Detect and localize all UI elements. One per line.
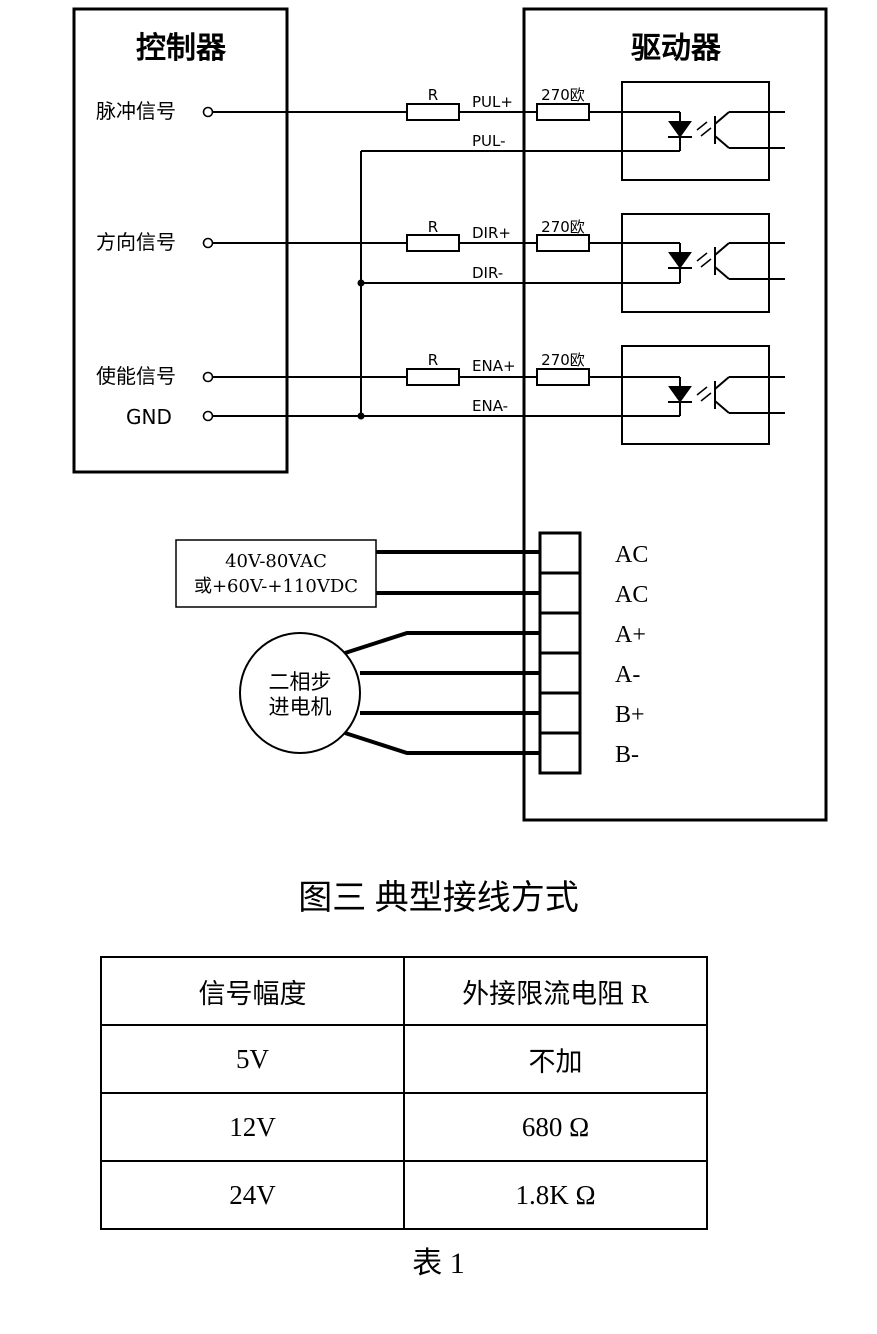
direction-wire: [213, 234, 681, 253]
terminal-direction: [202, 237, 214, 249]
terminal-pulse: [202, 106, 214, 118]
power-supply-line2: 或+60V-+110VDC: [194, 576, 358, 597]
motor-label-line2: 进电机: [269, 695, 332, 719]
enable-wire: [213, 368, 681, 387]
pin-label-dir-pos: DIR+: [472, 224, 511, 242]
terminal-label: B-: [615, 742, 639, 768]
terminal-label: AC: [615, 542, 648, 568]
resistor-label: R: [428, 351, 438, 369]
resistor-table: 信号幅度 外接限流电阻 R 5V 不加 12V 680 Ω 24V 1.8K Ω: [100, 956, 708, 1230]
power-wires: [376, 550, 540, 595]
figure-caption: 图三 典型接线方式: [298, 880, 579, 917]
terminal-gnd: [202, 410, 214, 422]
driver-resistor-label: 270欧: [541, 218, 585, 236]
table-header-cell: 外接限流电阻 R: [403, 956, 708, 1026]
table-cell: 1.8K Ω: [403, 1160, 708, 1230]
ground-bus: [213, 137, 681, 417]
driver-title: 驱动器: [631, 31, 722, 66]
optocoupler-enable: [621, 345, 785, 445]
terminal-label: AC: [615, 582, 648, 608]
controller-title: 控制器: [136, 31, 227, 66]
stepper-motor: [239, 632, 361, 754]
table-header-row: 信号幅度 外接限流电阻 R: [100, 956, 708, 1026]
pin-label-ena-pos: ENA+: [472, 357, 516, 375]
table-row: 24V 1.8K Ω: [100, 1160, 708, 1230]
junction-dot: [357, 412, 365, 420]
table-cell: 5V: [100, 1024, 405, 1094]
wiring-diagram: 控制器 驱动器 脉冲信号 方向信号 使能信号 GND: [72, 7, 828, 822]
resistor-label: R: [428, 218, 438, 236]
terminal-block: [538, 531, 582, 775]
pin-label-pul-neg: PUL-: [472, 132, 506, 150]
driver-box: [522, 7, 828, 822]
signal-label-direction: 方向信号: [96, 230, 176, 254]
table-header-cell: 信号幅度: [100, 956, 405, 1026]
table-row: 12V 680 Ω: [100, 1092, 708, 1162]
resistor-label: R: [428, 86, 438, 104]
controller-box: [72, 7, 289, 474]
table-cell: 不加: [403, 1024, 708, 1094]
optocoupler-direction: [621, 213, 785, 313]
power-supply-box: [175, 539, 377, 608]
terminal-enable: [202, 371, 214, 383]
table-cell: 12V: [100, 1092, 405, 1162]
table-caption: 表 1: [412, 1247, 465, 1280]
table-cell: 24V: [100, 1160, 405, 1230]
driver-resistor-label: 270欧: [541, 86, 585, 104]
motor-label-line1: 二相步: [269, 670, 332, 694]
driver-resistor-label: 270欧: [541, 351, 585, 369]
pulse-wire: [213, 103, 681, 122]
table-cell: 680 Ω: [403, 1092, 708, 1162]
table-row: 5V 不加: [100, 1024, 708, 1094]
pin-label-pul-pos: PUL+: [472, 93, 513, 111]
pin-label-ena-neg: ENA-: [472, 397, 508, 415]
terminal-label: A+: [615, 622, 646, 648]
optocoupler-pulse: [621, 81, 785, 181]
junction-dot: [357, 279, 365, 287]
terminal-label: A-: [615, 662, 640, 688]
signal-label-gnd: GND: [126, 405, 172, 429]
terminal-label: B+: [615, 702, 645, 728]
signal-label-pulse: 脉冲信号: [96, 99, 176, 123]
pin-label-dir-neg: DIR-: [472, 264, 503, 282]
power-supply-line1: 40V-80VAC: [225, 551, 327, 572]
signal-label-enable: 使能信号: [96, 364, 176, 388]
motor-wires: [344, 631, 540, 755]
